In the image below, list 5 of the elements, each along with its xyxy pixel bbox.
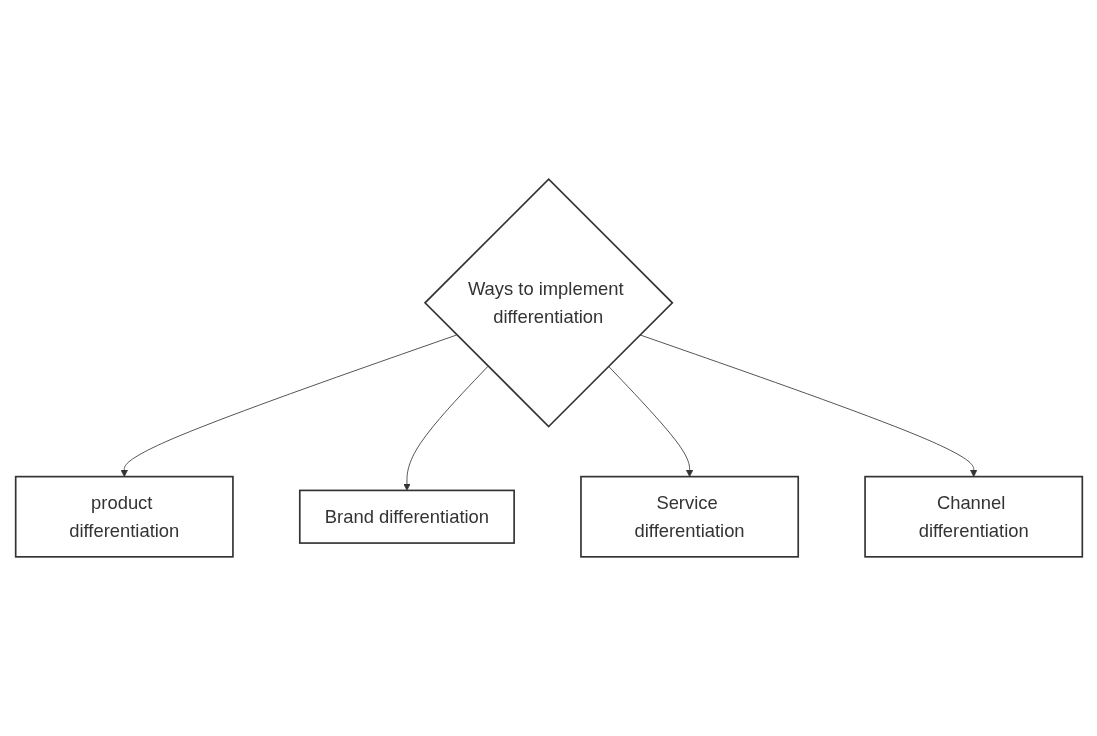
node-box: product differentiation xyxy=(14,475,234,558)
node-diamond: Ways to implement differentiation xyxy=(423,177,674,428)
node-box: Brand differentiation xyxy=(298,489,515,544)
node-box: Service differentiation xyxy=(579,475,799,558)
node-box: Channel differentiation xyxy=(863,475,1083,558)
